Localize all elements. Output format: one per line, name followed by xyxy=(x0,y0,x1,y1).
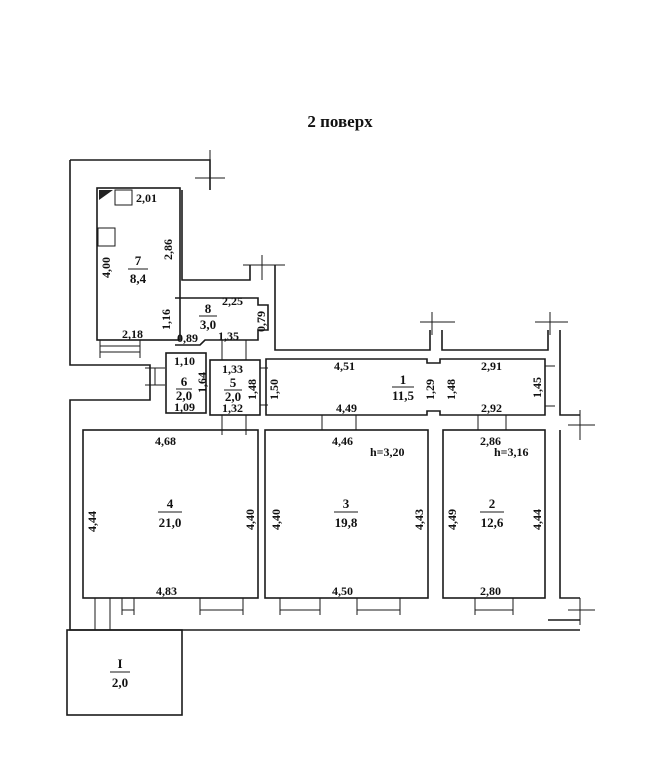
dimension: 4,40 xyxy=(269,509,283,530)
room-number: 3 xyxy=(343,496,350,511)
dimension: 2,80 xyxy=(480,584,501,598)
room-number: 4 xyxy=(167,496,174,511)
room-number: 5 xyxy=(230,375,237,390)
room-5: 5 2,0 1,33 1,48 1,32 xyxy=(209,340,268,435)
dimension: 4,40 xyxy=(243,509,257,530)
dimension: 1,64 xyxy=(195,372,209,393)
room-area: 21,0 xyxy=(159,515,182,530)
dimension: 2,86 xyxy=(161,239,175,260)
room-number: 2 xyxy=(489,496,496,511)
room-number: 7 xyxy=(135,253,142,268)
dimension: 1,35 xyxy=(218,329,239,343)
sink-icon xyxy=(114,189,133,206)
room-area: 2,0 xyxy=(112,675,128,690)
ceiling-height: h=3,20 xyxy=(370,445,405,459)
room-number: 8 xyxy=(205,301,212,316)
dimension: 4,50 xyxy=(332,584,353,598)
stove-icon xyxy=(97,227,116,247)
dimension: 1,50 xyxy=(267,379,281,400)
room-area: 3,0 xyxy=(200,317,216,332)
dimension: 2,92 xyxy=(481,401,502,415)
room-area: 8,4 xyxy=(130,271,147,286)
dimension: 2,01 xyxy=(136,191,157,205)
dimension: 4,43 xyxy=(412,509,426,530)
dimension: 0,79 xyxy=(254,311,268,332)
room-8: 8 3,0 2,25 0,79 0,89 1,35 xyxy=(175,294,269,346)
room-1: 1 11,5 4,51 2,91 1,50 1,29 1,48 1,45 4,4… xyxy=(265,358,555,430)
dimension: 1,29 xyxy=(423,379,437,400)
dimension: 4,68 xyxy=(155,434,176,448)
dimension: 1,32 xyxy=(222,401,243,415)
dimension: 4,00 xyxy=(99,257,113,278)
dimension: 4,44 xyxy=(530,509,544,530)
dimension: 2,86 xyxy=(480,434,501,448)
dimension: 2,91 xyxy=(481,359,502,373)
dimension: 1,10 xyxy=(174,354,195,368)
dimension: 4,44 xyxy=(85,511,99,532)
dimension: 2,25 xyxy=(222,294,243,308)
room-area: 11,5 xyxy=(392,388,415,403)
dimension: 2,18 xyxy=(122,327,143,341)
room-area: 2,0 xyxy=(176,388,192,403)
room-area: 2,0 xyxy=(225,389,241,404)
room-area: 19,8 xyxy=(335,515,358,530)
dimension: 1,48 xyxy=(444,379,458,400)
room-7: 7 8,4 2,01 2,86 4,00 2,18 1,16 xyxy=(96,187,181,358)
dimension: 1,16 xyxy=(159,309,173,330)
dimension: 4,51 xyxy=(334,359,355,373)
dimension: 1,45 xyxy=(530,377,544,398)
room-6: 6 2,0 1,10 1,64 1,09 xyxy=(145,352,209,414)
room-area: 12,6 xyxy=(481,515,504,530)
dimension: 4,49 xyxy=(445,509,459,530)
dimension: 1,48 xyxy=(245,379,259,400)
ceiling-height: h=3,16 xyxy=(494,445,529,459)
room-3: 3 19,8 4,46 4,40 4,43 4,50 h=3,20 xyxy=(264,429,429,615)
dimension: 0,89 xyxy=(177,331,198,345)
room-2: 2 12,6 2,86 4,49 4,44 2,80 h=3,16 xyxy=(442,429,546,615)
dimension: 4,49 xyxy=(336,401,357,415)
room-I: I 2,0 xyxy=(66,629,183,716)
dimension: 1,09 xyxy=(174,400,195,414)
room-number: 6 xyxy=(181,374,188,389)
dimension: 1,33 xyxy=(222,362,243,376)
floor-title: 2 поверх xyxy=(307,112,373,131)
outer-walls xyxy=(69,150,595,631)
dimension: 4,83 xyxy=(156,584,177,598)
room-number: I xyxy=(117,656,122,671)
corner-marker-icon xyxy=(99,190,113,200)
room-4: 4 21,0 4,68 4,44 4,40 4,83 xyxy=(82,429,259,630)
room-number: 1 xyxy=(400,372,407,387)
dimension: 4,46 xyxy=(332,434,353,448)
